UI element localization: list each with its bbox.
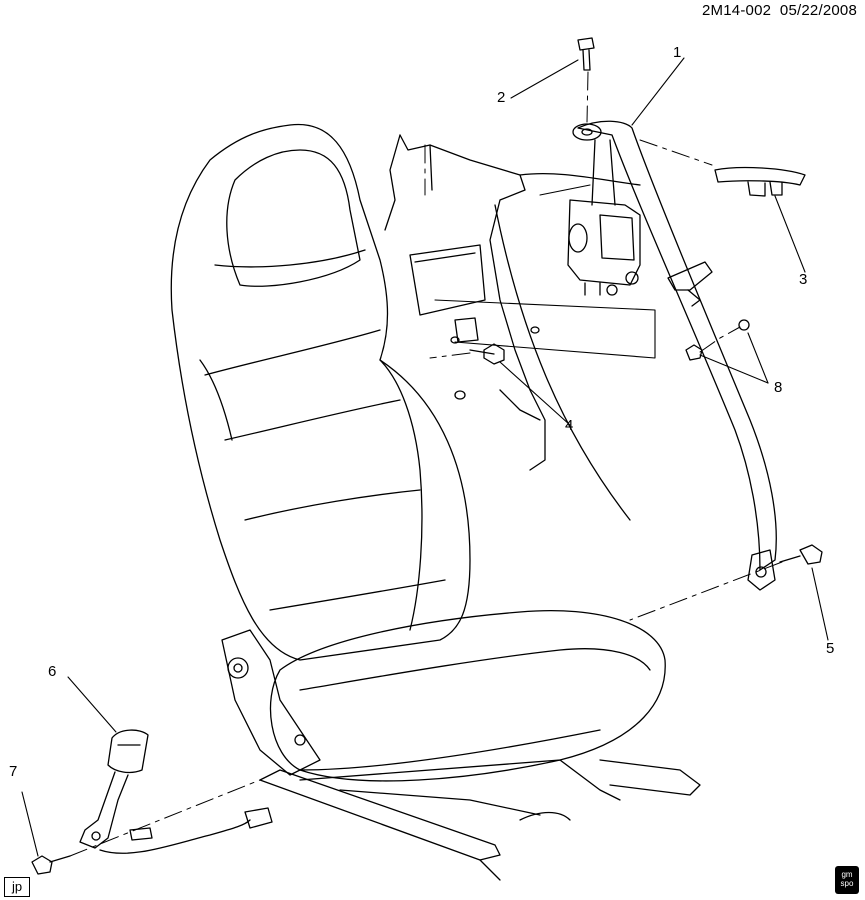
callout-7: 7: [9, 763, 18, 780]
document-id: 2M14-002 05/22/2008: [702, 2, 857, 19]
logo-top-text: gm: [841, 870, 853, 879]
buckle-assembly: [79, 729, 273, 854]
panel-outline: [434, 184, 656, 359]
drafter-initials: jp: [4, 877, 30, 897]
nut-8-icon: [685, 319, 750, 361]
belt-retractor: [567, 199, 641, 296]
callout-2: 2: [497, 89, 506, 106]
bolt-7-icon: [31, 855, 71, 875]
alignment-lines: [69, 71, 783, 857]
gm-spo-logo: gm spo: [835, 866, 859, 894]
seat-cushion: [269, 609, 666, 782]
callout-8: 8: [774, 379, 783, 396]
seat-frame: [221, 629, 701, 881]
callout-1: 1: [673, 44, 682, 61]
doc-number: 2M14-002: [702, 2, 772, 19]
logo-bottom-text: spo: [840, 879, 854, 888]
callout-4: 4: [565, 417, 574, 434]
leader-lines: [21, 57, 829, 857]
pillar-panel: [384, 134, 641, 521]
callout-5: 5: [826, 640, 835, 657]
callout-6: 6: [48, 663, 57, 680]
seat-back: [170, 123, 471, 661]
bolt-2-icon: [577, 37, 595, 71]
bolt-4-icon: [469, 343, 505, 365]
belt-webbing: [572, 120, 777, 591]
belt-guide: [714, 166, 806, 197]
doc-date: 05/22/2008: [779, 2, 857, 19]
bolt-5-icon: [779, 544, 823, 565]
callout-3: 3: [799, 271, 808, 288]
